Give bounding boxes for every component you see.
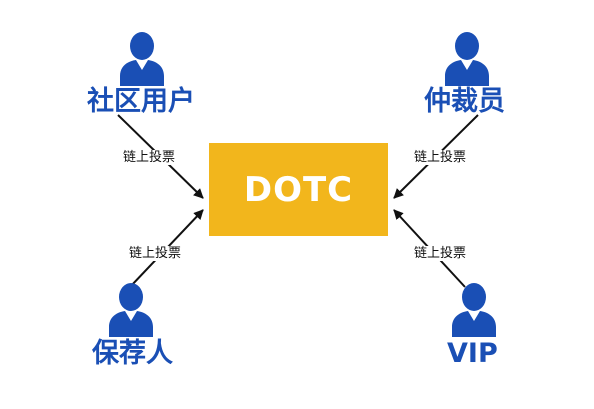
edge-label-top-left: 链上投票 xyxy=(122,150,177,165)
person-icon xyxy=(445,32,489,86)
edge-label-bottom-left: 链上投票 xyxy=(128,246,183,261)
actor-label-guarantor: 保荐人 xyxy=(92,338,173,369)
dotc-label: DOTC xyxy=(243,169,354,210)
edge-label-bottom-right: 链上投票 xyxy=(413,246,468,261)
dotc-node: DOTC xyxy=(209,143,388,236)
actor-label-vip: VIP xyxy=(447,338,498,369)
actor-label-community-users: 社区用户 xyxy=(87,86,195,117)
person-icon xyxy=(120,32,164,86)
edge-label-top-right: 链上投票 xyxy=(413,150,468,165)
person-icon xyxy=(109,283,153,337)
person-icon xyxy=(452,283,496,337)
actor-label-arbitrator: 仲裁员 xyxy=(424,86,505,117)
